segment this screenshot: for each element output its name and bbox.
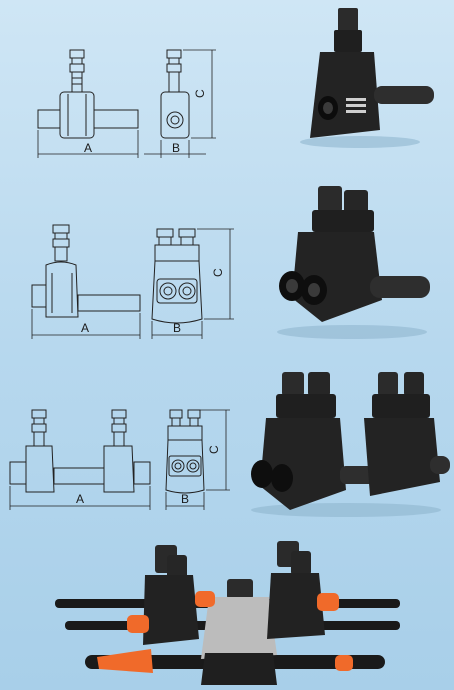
- dim-a-label: A: [84, 141, 92, 155]
- dim-c-label: C: [193, 89, 207, 98]
- photo-installed-connectors: [55, 541, 400, 685]
- dim-b-label: B: [181, 492, 189, 506]
- dim-a-label: A: [81, 321, 89, 335]
- photo-twin-connector: [277, 186, 430, 339]
- dim-a-label: A: [76, 492, 84, 506]
- dim-c-label: C: [211, 268, 225, 277]
- photo-single-connector: [300, 8, 434, 148]
- drawing-single-connector: A B C: [37, 49, 216, 158]
- dim-b-label: B: [173, 321, 181, 335]
- dim-c-label: C: [207, 445, 221, 454]
- photo-double-connector: [251, 372, 450, 517]
- dim-b-label: B: [172, 141, 180, 155]
- drawing-double-connector: A B C: [9, 409, 230, 510]
- drawing-twin-connector: A B C: [31, 224, 234, 339]
